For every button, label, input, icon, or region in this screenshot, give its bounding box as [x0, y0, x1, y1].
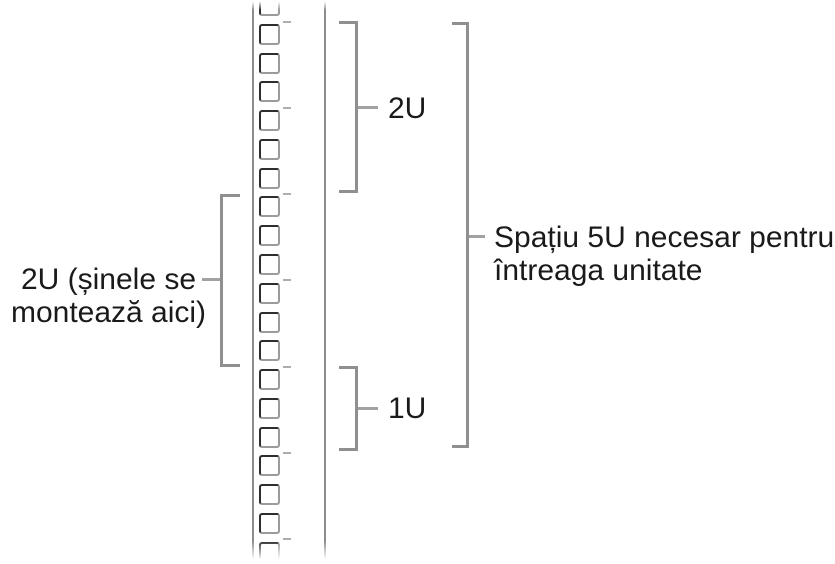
- bracket-1u-bottom-spine: [355, 366, 358, 451]
- bracket-1u-bottom-arm-top: [339, 366, 358, 369]
- rack-hole: [259, 167, 280, 189]
- bracket-2u-rails-arm-top: [220, 194, 240, 197]
- rack-hole: [259, 225, 280, 247]
- rail-right-edge: [324, 0, 326, 564]
- rail-left-edge: [252, 0, 254, 564]
- rack-hole: [259, 426, 280, 448]
- bracket-2u-rails-leader: [202, 278, 220, 281]
- bracket-2u-top-leader: [358, 106, 378, 109]
- label-5u-space-line1: Spațiu 5U necesar pentru: [494, 221, 835, 254]
- bracket-2u-top: [339, 21, 378, 193]
- rack-hole: [259, 484, 280, 506]
- rack-unit-tick: [283, 452, 291, 455]
- label-5u-space-line2: întreaga unitate: [494, 254, 703, 287]
- bracket-5u-total-leader: [469, 235, 485, 238]
- rack-hole: [259, 196, 280, 218]
- bracket-1u-bottom-leader: [358, 407, 378, 410]
- rack-hole: [259, 340, 280, 362]
- label-1u: 1U: [388, 392, 427, 425]
- bracket-2u-rails-arm-bottom: [220, 364, 240, 367]
- bracket-5u-total: [452, 22, 485, 448]
- rack-hole: [259, 81, 280, 103]
- rack-hole: [259, 541, 280, 563]
- label-rails-mount-line2: montează aici): [10, 296, 207, 329]
- rack-unit-tick: [283, 20, 291, 23]
- rack-hole: [259, 311, 280, 333]
- bracket-1u-bottom: [339, 366, 378, 451]
- bracket-2u-top-arm-bottom: [339, 190, 358, 193]
- rack-hole: [259, 254, 280, 276]
- rack-hole: [259, 23, 280, 45]
- rack-unit-tick: [283, 106, 291, 109]
- bracket-5u-total-arm-bottom: [452, 445, 469, 448]
- bracket-2u-top-spine: [355, 21, 358, 193]
- rack-hole: [259, 110, 280, 132]
- rack-unit-tick: [283, 279, 291, 282]
- label-rails-mount-line1: 2U (șinele se: [20, 263, 197, 296]
- bracket-5u-total-spine: [466, 22, 469, 448]
- rack-hole: [259, 52, 280, 74]
- bracket-2u-rails: [202, 194, 240, 367]
- rack-unit-tick: [283, 193, 291, 196]
- rack-hole: [259, 513, 280, 535]
- rack-hole: [259, 397, 280, 419]
- bracket-5u-total-arm-top: [452, 22, 469, 25]
- rack-hole: [259, 369, 280, 391]
- bracket-1u-bottom-arm-bottom: [339, 448, 358, 451]
- rack-hole: [259, 138, 280, 160]
- label-rails-mount: 2U (șinele se montează aici): [0, 263, 217, 329]
- rack-hole: [259, 282, 280, 304]
- rack-hole: [259, 455, 280, 477]
- rack-unit-tick: [283, 365, 291, 368]
- bracket-2u-rails-spine: [220, 194, 223, 367]
- rack-unit-tick: [283, 538, 291, 541]
- label-5u-space: Spațiu 5U necesar pentru întreaga unitat…: [494, 221, 834, 287]
- rack-hole: [259, 0, 280, 16]
- bracket-2u-top-arm-top: [339, 21, 358, 24]
- label-2u: 2U: [388, 92, 427, 125]
